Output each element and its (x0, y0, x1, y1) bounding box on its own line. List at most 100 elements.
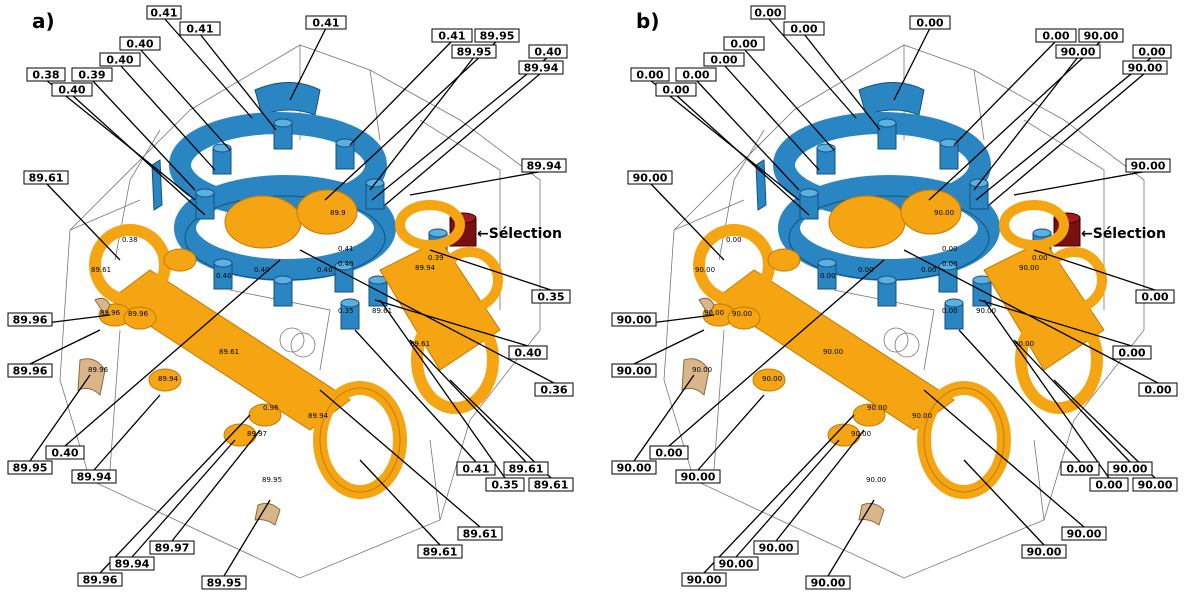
callout-leader (374, 299, 529, 347)
callout-label: 0.41 (146, 5, 182, 20)
callout-box (1089, 477, 1129, 492)
small-orange-cylinder (727, 306, 761, 330)
callout-value: 89.94 (524, 62, 559, 75)
callout-label: 89.94 (518, 60, 564, 75)
inline-value: 89.9 (330, 209, 346, 217)
callout-box (77, 572, 123, 587)
inline-value: 89.61 (91, 266, 111, 274)
callout-label: 0.41 (456, 461, 496, 476)
callout-value: 89.95 (13, 462, 48, 475)
callout-value: 89.95 (457, 46, 492, 59)
callout-box (456, 461, 496, 476)
callout-label: 0.00 (649, 445, 689, 460)
small-orange-cylinder (852, 403, 886, 427)
blue-pin-top (944, 298, 964, 308)
inline-value: 0.00 (942, 245, 958, 253)
callout-value: 0.41 (312, 17, 339, 30)
callout-label: 90.00 (713, 556, 759, 571)
callout-value: 0.00 (754, 7, 781, 20)
callout-box (1132, 477, 1178, 492)
wire-edge (713, 329, 725, 471)
callout-label: 90.00 (1125, 158, 1171, 173)
callout-leader (983, 299, 1110, 479)
callout-label: 90.00 (753, 540, 799, 555)
callout-leader (928, 40, 1102, 201)
callout-label: 0.00 (675, 67, 717, 82)
callout-box (99, 52, 141, 67)
callout-box (51, 82, 93, 97)
callout-label: 90.00 (675, 469, 721, 484)
callout-value: 90.00 (1138, 479, 1173, 492)
callout-leader (119, 64, 216, 171)
tan-bracket (254, 502, 281, 526)
callout-box (531, 289, 571, 304)
inline-value: 90.00 (695, 266, 715, 274)
callout-label: 0.36 (534, 382, 574, 397)
callout-leader (379, 299, 506, 479)
callout-leader (633, 374, 695, 462)
callout-value: 0.00 (662, 84, 689, 97)
blue-pin-top (428, 228, 448, 238)
inline-value: 0.00 (858, 266, 874, 274)
callout-label: 0.00 (1135, 289, 1175, 304)
callout-leader (171, 429, 261, 542)
callout-box (71, 67, 113, 82)
tan-bracket (858, 502, 885, 526)
front-ring-edge (319, 387, 401, 493)
callout-value: 89.61 (509, 463, 544, 476)
callout-leader (903, 249, 1159, 384)
wire-edge (673, 199, 745, 231)
callout-box (713, 556, 759, 571)
callout-value: 0.00 (710, 54, 737, 67)
callout-box (109, 556, 155, 571)
inline-value: 0.35 (338, 307, 354, 315)
callout-value: 0.40 (534, 46, 561, 59)
callout-label: 90.00 (611, 312, 657, 327)
callout-value: 90.00 (687, 574, 722, 587)
callout-box (457, 526, 503, 541)
inner-orange-tube (296, 189, 358, 235)
callout-box (7, 460, 53, 475)
callout-label: 90.00 (1122, 60, 1168, 75)
callout-value: 90.00 (1027, 546, 1062, 559)
callout-leader (199, 33, 277, 131)
callout-value: 0.41 (186, 23, 213, 36)
callout-label: 90.00 (805, 575, 851, 590)
inline-value: 0.00 (921, 266, 937, 274)
wire-edge (973, 69, 985, 141)
blue-pin-top (213, 258, 233, 268)
callout-value: 90.00 (617, 314, 652, 327)
callout-value: 89.94 (527, 160, 562, 173)
callout-value: 90.00 (617, 462, 652, 475)
callout-leader (163, 17, 253, 119)
callout-box (723, 36, 765, 51)
callout-leader (91, 79, 196, 191)
callout-value: 89.96 (83, 574, 118, 587)
inline-value: 0.40 (338, 260, 354, 268)
wire-edge (419, 119, 501, 310)
callout-leader (349, 40, 453, 146)
blue-pin-top (939, 138, 959, 148)
callout-box (611, 460, 657, 475)
callout-value: 90.00 (681, 471, 716, 484)
inline-value: 89.61 (372, 307, 392, 315)
inline-value: 90.00 (704, 309, 724, 317)
callout-label: 89.95 (201, 575, 247, 590)
callout-label: 89.97 (149, 540, 195, 555)
callout-value: 0.41 (438, 30, 465, 43)
callout-value: 0.36 (540, 384, 567, 397)
blue-pin-top (1032, 228, 1052, 238)
callout-label: 0.00 (1089, 477, 1129, 492)
inner-orange-tube (828, 195, 906, 249)
callout-value: 0.00 (1066, 463, 1093, 476)
callout-value: 89.97 (155, 542, 190, 555)
lower-blue-ring (174, 175, 396, 281)
top-saddle (858, 82, 925, 116)
wire-edge (663, 229, 1145, 579)
callout-label: 0.00 (1138, 382, 1178, 397)
inline-value: 90.00 (762, 375, 782, 383)
callout-label: 0.41 (179, 21, 221, 36)
wire-edge (229, 289, 331, 371)
right-orange-ring (1015, 306, 1103, 414)
